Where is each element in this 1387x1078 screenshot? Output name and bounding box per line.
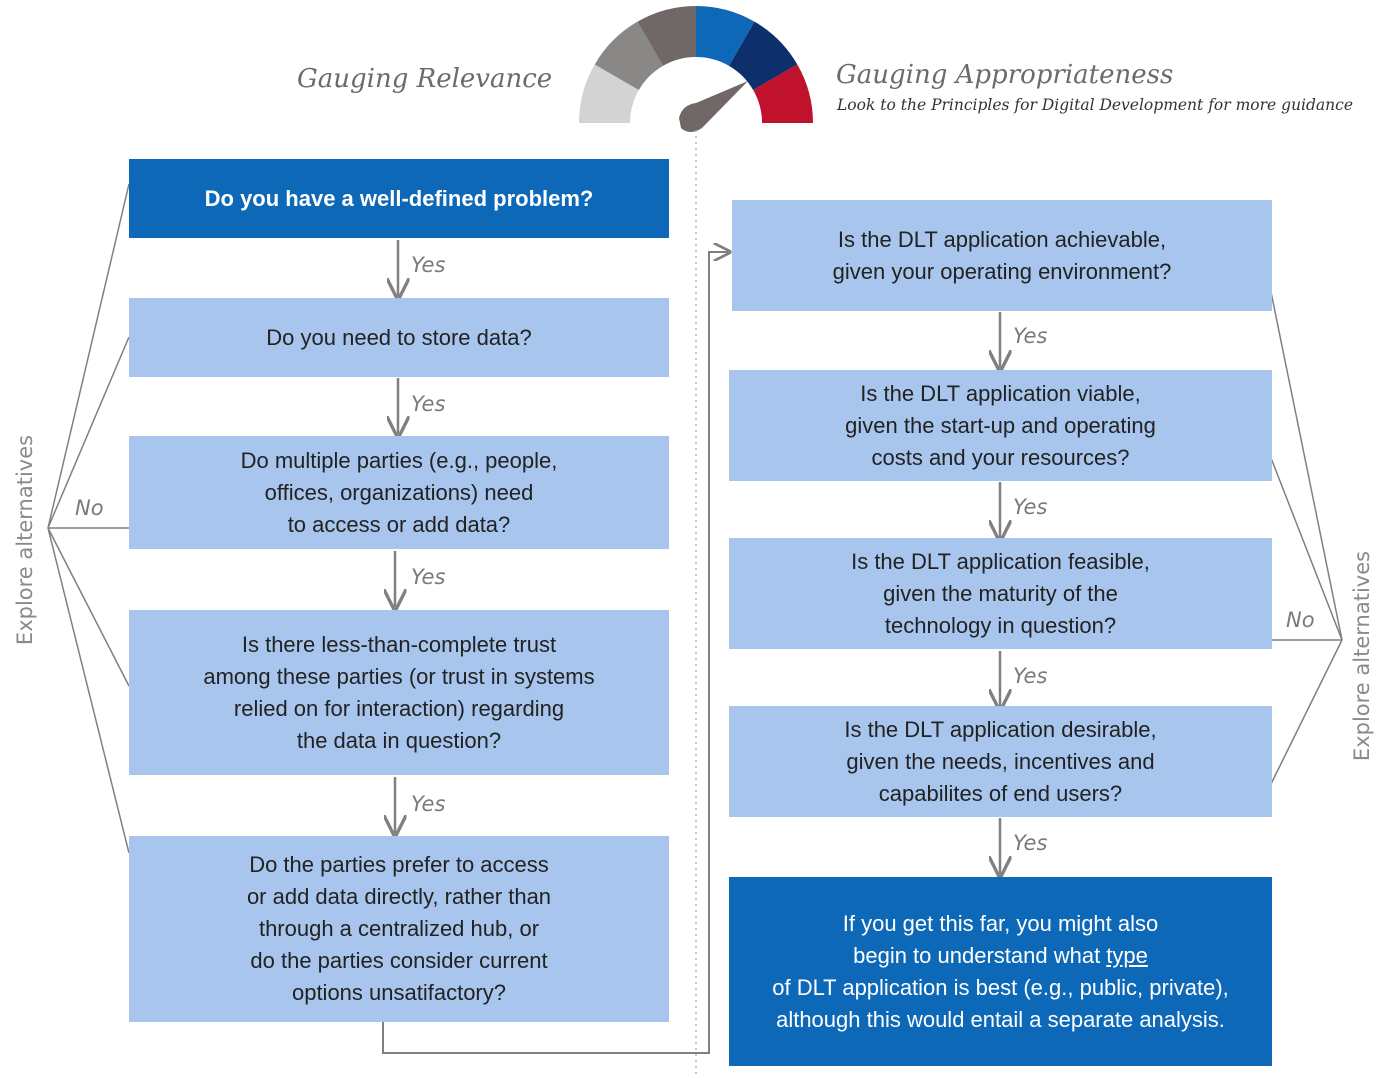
yes-label-l3: Yes — [411, 565, 446, 589]
yes-label-r1: Yes — [1013, 324, 1048, 348]
right-no-fan — [1270, 291, 1343, 785]
no-label-right: No — [1286, 608, 1315, 632]
gauge-segment — [753, 64, 813, 123]
yes-label-l4: Yes — [411, 792, 446, 816]
question-store-data: Do you need to store data? — [129, 298, 669, 377]
right-subheading: Look to the Principles for Digital Devel… — [837, 96, 1354, 114]
gauge-icon — [579, 6, 813, 132]
type-underlined: type — [1106, 942, 1148, 968]
yes-label-l2: Yes — [411, 392, 446, 416]
yes-label-r2: Yes — [1013, 495, 1048, 519]
yes-label-r3: Yes — [1013, 664, 1048, 688]
final-line-1: If you get this far, you might also — [842, 910, 1159, 936]
question-direct-access: Do the parties prefer to access or add d… — [129, 836, 669, 1022]
left-heading: Gauging Relevance — [297, 64, 553, 94]
question-desirable: Is the DLT application desirable, given … — [729, 706, 1272, 817]
final-line-4: although this would entail a separate an… — [776, 1006, 1225, 1032]
explore-alternatives-right: Explore alternatives — [1350, 550, 1374, 762]
right-heading: Gauging Appropriateness — [836, 60, 1174, 90]
gauge-segment — [637, 6, 696, 66]
left-no-fan — [47, 183, 130, 854]
question-well-defined-problem: Do you have a well-defined problem? — [129, 159, 669, 238]
connector-left-to-right — [382, 252, 728, 1054]
gauge-segment — [579, 64, 639, 123]
final-line-3: of DLT application is best (e.g., public… — [772, 974, 1229, 1000]
explore-alternatives-left: Explore alternatives — [13, 434, 37, 646]
final-line-2-text: begin to understand what — [853, 942, 1107, 968]
final-outcome-box: If you get this far, you might also begi… — [729, 877, 1272, 1066]
question-feasible: Is the DLT application feasible, given t… — [729, 538, 1272, 649]
gauge-segment — [696, 6, 755, 66]
yes-label-l1: Yes — [411, 253, 446, 277]
gauge-needle — [679, 81, 748, 132]
question-trust: Is there less-than-complete trust among … — [129, 610, 669, 775]
question-achievable: Is the DLT application achievable, given… — [732, 200, 1272, 311]
no-label-left: No — [75, 496, 104, 520]
yes-label-r4: Yes — [1013, 831, 1048, 855]
question-multiple-parties: Do multiple parties (e.g., people, offic… — [129, 436, 669, 549]
gauge-segment — [729, 21, 798, 91]
question-viable: Is the DLT application viable, given the… — [729, 370, 1272, 481]
gauge-segment — [594, 21, 663, 91]
final-line-2: begin to understand what type — [853, 940, 1148, 972]
